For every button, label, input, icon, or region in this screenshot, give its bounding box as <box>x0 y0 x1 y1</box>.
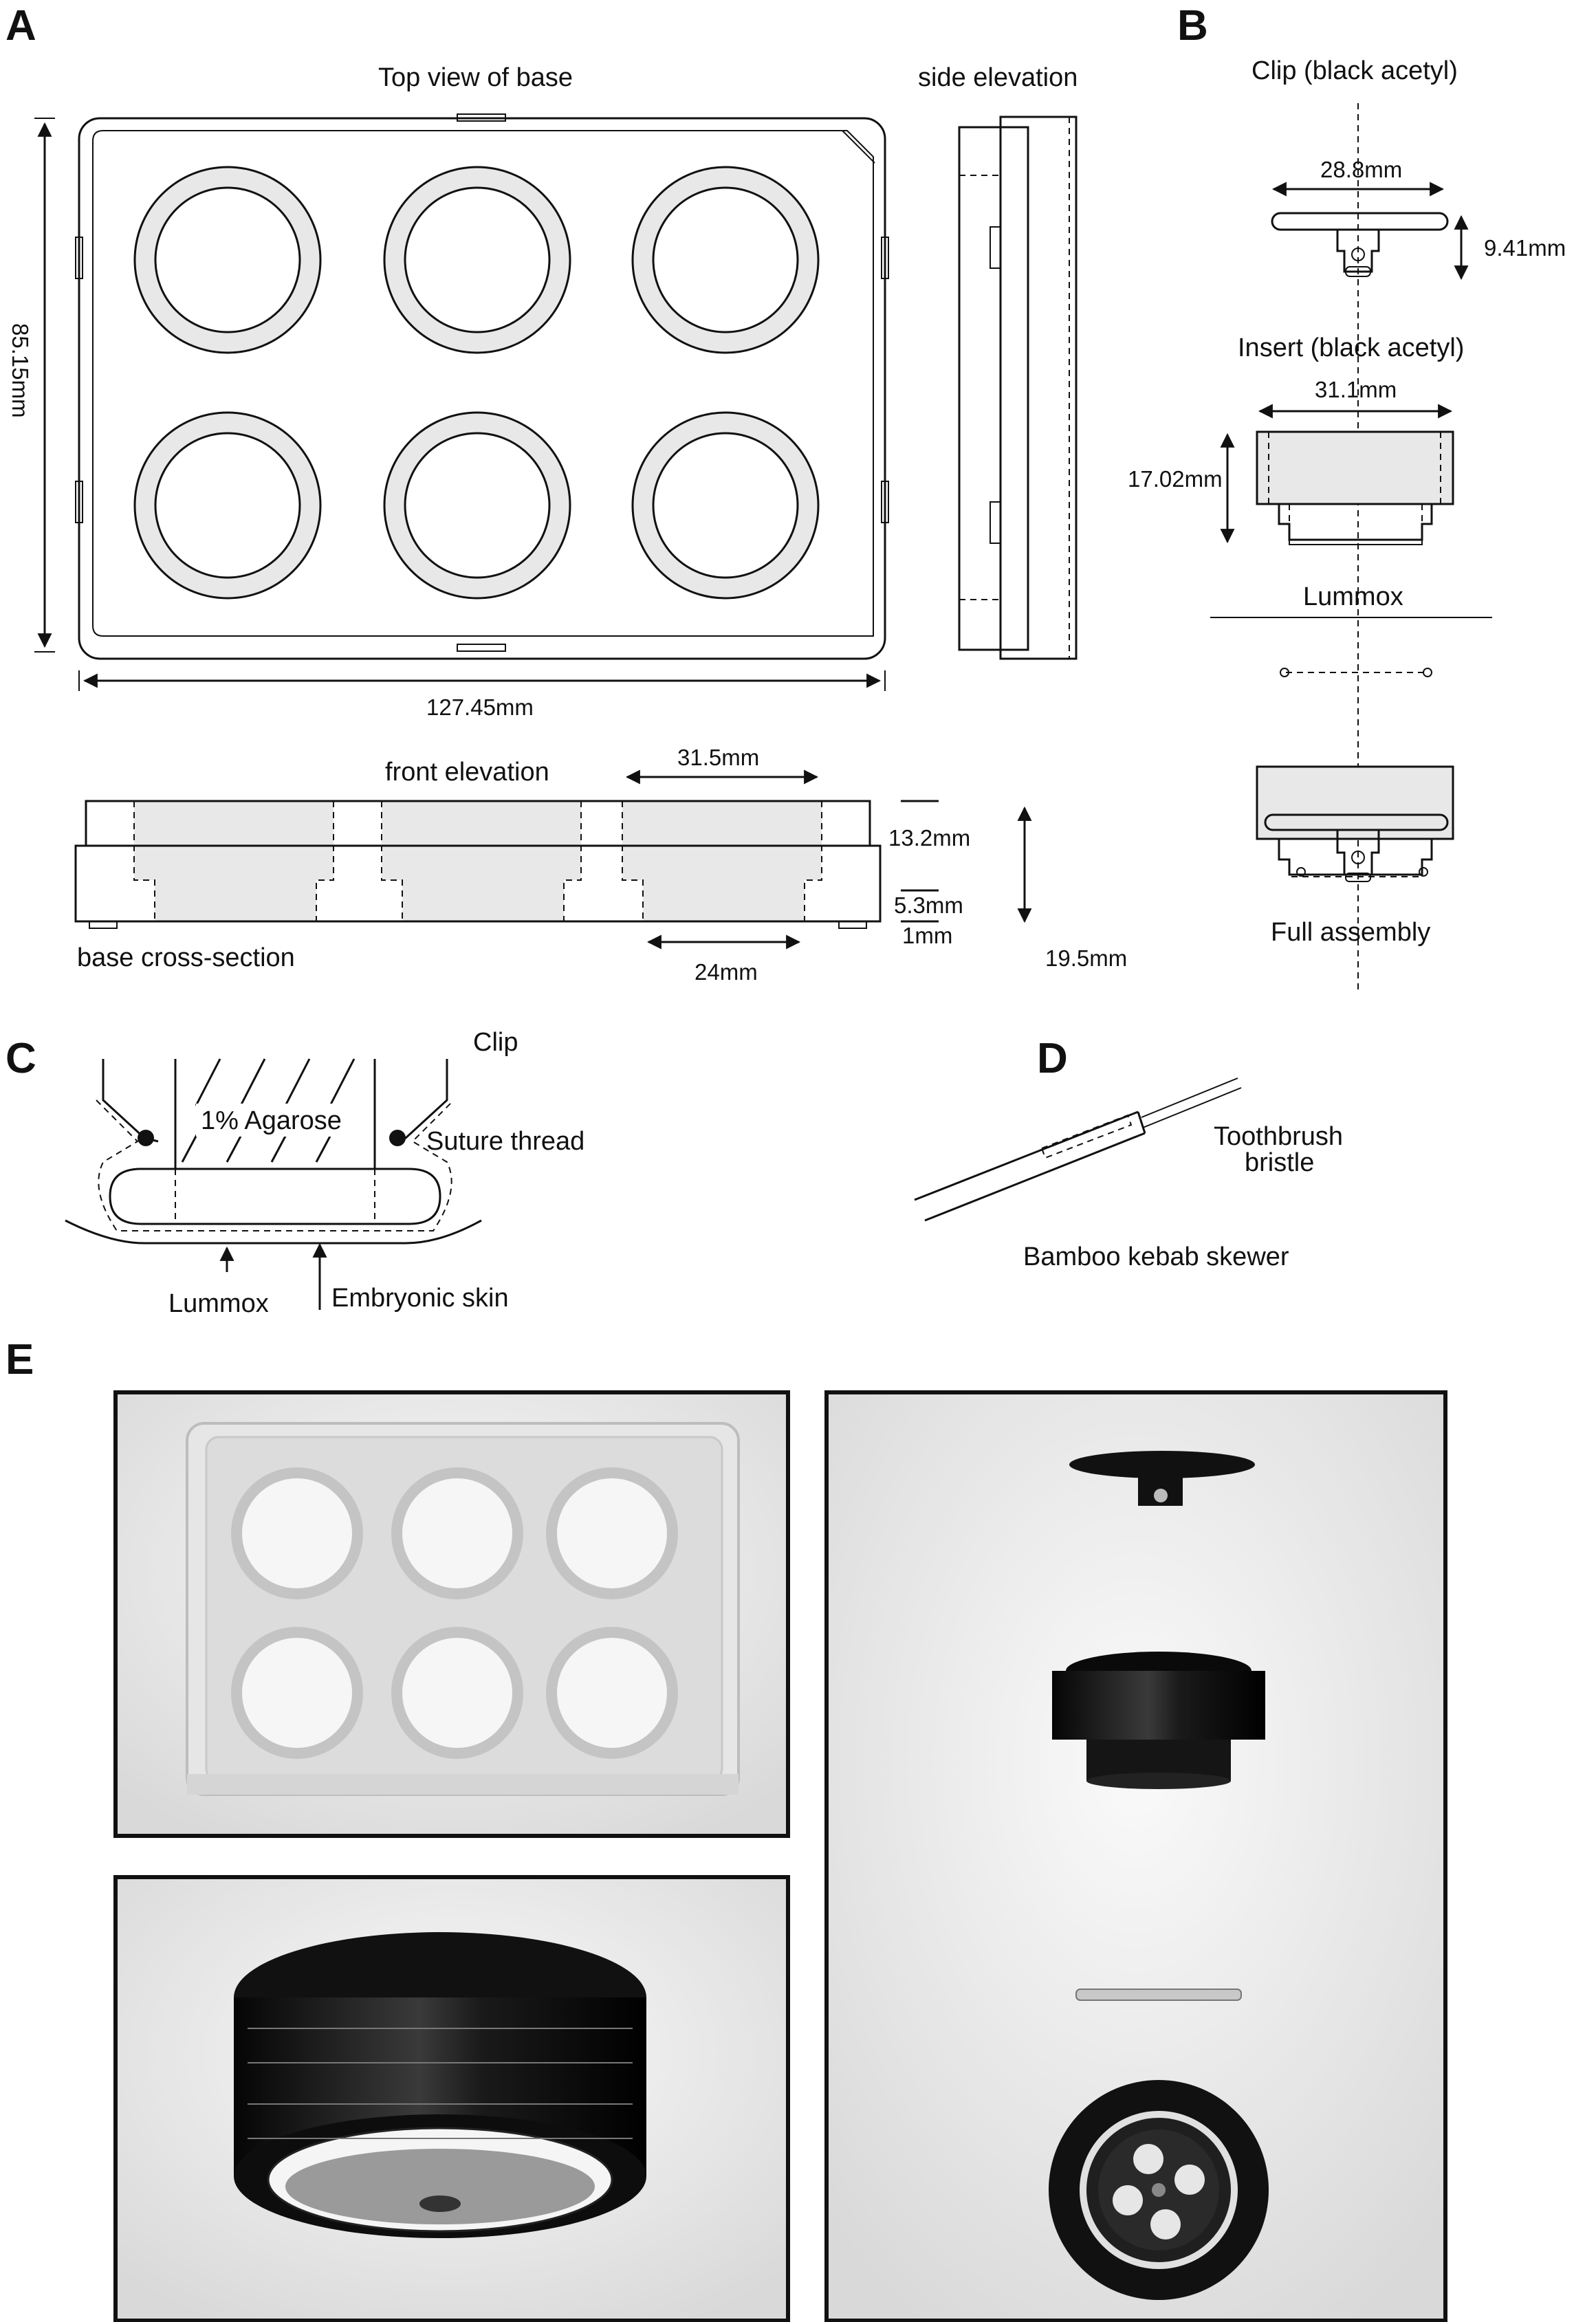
front-elevation-drawing <box>74 800 882 929</box>
insert-width-label: 31.1mm <box>1315 377 1397 402</box>
well-outer-dim-label: 31.5mm <box>677 745 759 770</box>
insert-title: Insert (black acetyl) <box>1238 333 1464 362</box>
well-r2c1 <box>133 411 322 600</box>
suture-thread-left <box>138 1130 154 1146</box>
photo-plate <box>113 1390 790 1838</box>
panel-c: C Clip 1% Agarose Suture thread <box>6 1028 584 1318</box>
well-r1c3 <box>631 166 820 354</box>
clip-height-label: 9.41mm <box>1484 235 1566 261</box>
panel-letter-d: D <box>1037 1035 1068 1082</box>
height-dimension: 85.15mm <box>8 118 55 653</box>
panel-letter-a: A <box>6 2 36 50</box>
clip-label: Clip <box>473 1028 518 1057</box>
dim-1-label: 1mm <box>902 923 952 948</box>
panel-letter-c: C <box>6 1035 36 1082</box>
suture-thread-right <box>389 1130 406 1146</box>
clip-title: Clip (black acetyl) <box>1251 56 1458 85</box>
bristle-label-2: bristle <box>1245 1148 1314 1177</box>
full-assembly-title: Full assembly <box>1271 918 1430 947</box>
base-cross-section-label: base cross-section <box>77 943 295 972</box>
panel-letter-b: B <box>1177 2 1208 50</box>
front-elevation-title: front elevation <box>385 758 549 787</box>
side-elevation <box>958 116 1078 660</box>
suture-label: Suture thread <box>426 1127 584 1156</box>
width-dimension: 127.45mm <box>78 670 886 720</box>
agarose-label: 1% Agarose <box>201 1106 342 1135</box>
height-dim-label: 85.15mm <box>8 323 33 418</box>
panel-letter-e: E <box>6 1336 34 1383</box>
side-elevation-title: side elevation <box>918 63 1078 92</box>
full-assembly-drawing <box>1256 765 1454 882</box>
dim-19-5-label: 19.5mm <box>1045 945 1127 971</box>
width-dim-label: 127.45mm <box>426 694 534 720</box>
well-r1c1 <box>133 166 322 354</box>
plate-top-view <box>75 113 889 660</box>
insert-height-label: 17.02mm <box>1128 466 1223 492</box>
panel-d: D Toothbrush bristle Bamboo kebab skewer <box>914 1035 1343 1271</box>
lummox-title: Lummox <box>1303 582 1403 611</box>
lummox-drawing <box>1280 668 1432 677</box>
skewer-label: Bamboo kebab skewer <box>1023 1242 1289 1271</box>
dim-5-3-label: 5.3mm <box>894 892 963 918</box>
well-r2c2 <box>383 411 571 600</box>
clip-drawing: 28.8mm 9.41mm <box>1271 157 1566 281</box>
photo-insert-closeup <box>113 1875 790 2322</box>
well-r2c3 <box>631 411 820 600</box>
top-view-title: Top view of base <box>378 63 573 92</box>
panel-b: B Clip (black acetyl) 28.8mm 9.41mm Inse… <box>1128 2 1566 990</box>
well-r1c2 <box>383 166 571 354</box>
bristle-label-1: Toothbrush <box>1214 1122 1343 1151</box>
insert-drawing: 31.1mm 17.02mm <box>1128 377 1454 545</box>
panel-e: E <box>6 1336 1447 2322</box>
well-inner-dim-label: 24mm <box>695 959 758 985</box>
well-inner-dimension: 24mm <box>646 934 801 985</box>
panel-a: A Top view of base side elevation <box>6 2 1127 985</box>
height-dims-front: 13.2mm 5.3mm 1mm 19.5mm <box>888 800 1127 971</box>
skin-label: Embryonic skin <box>331 1284 509 1313</box>
clip-width-label: 28.8mm <box>1320 157 1402 182</box>
photo-exploded-parts <box>824 1390 1447 2322</box>
well-outer-dimension: 31.5mm <box>625 745 819 785</box>
lummox-c-label: Lummox <box>168 1289 269 1318</box>
dim-13-2-label: 13.2mm <box>888 825 970 851</box>
